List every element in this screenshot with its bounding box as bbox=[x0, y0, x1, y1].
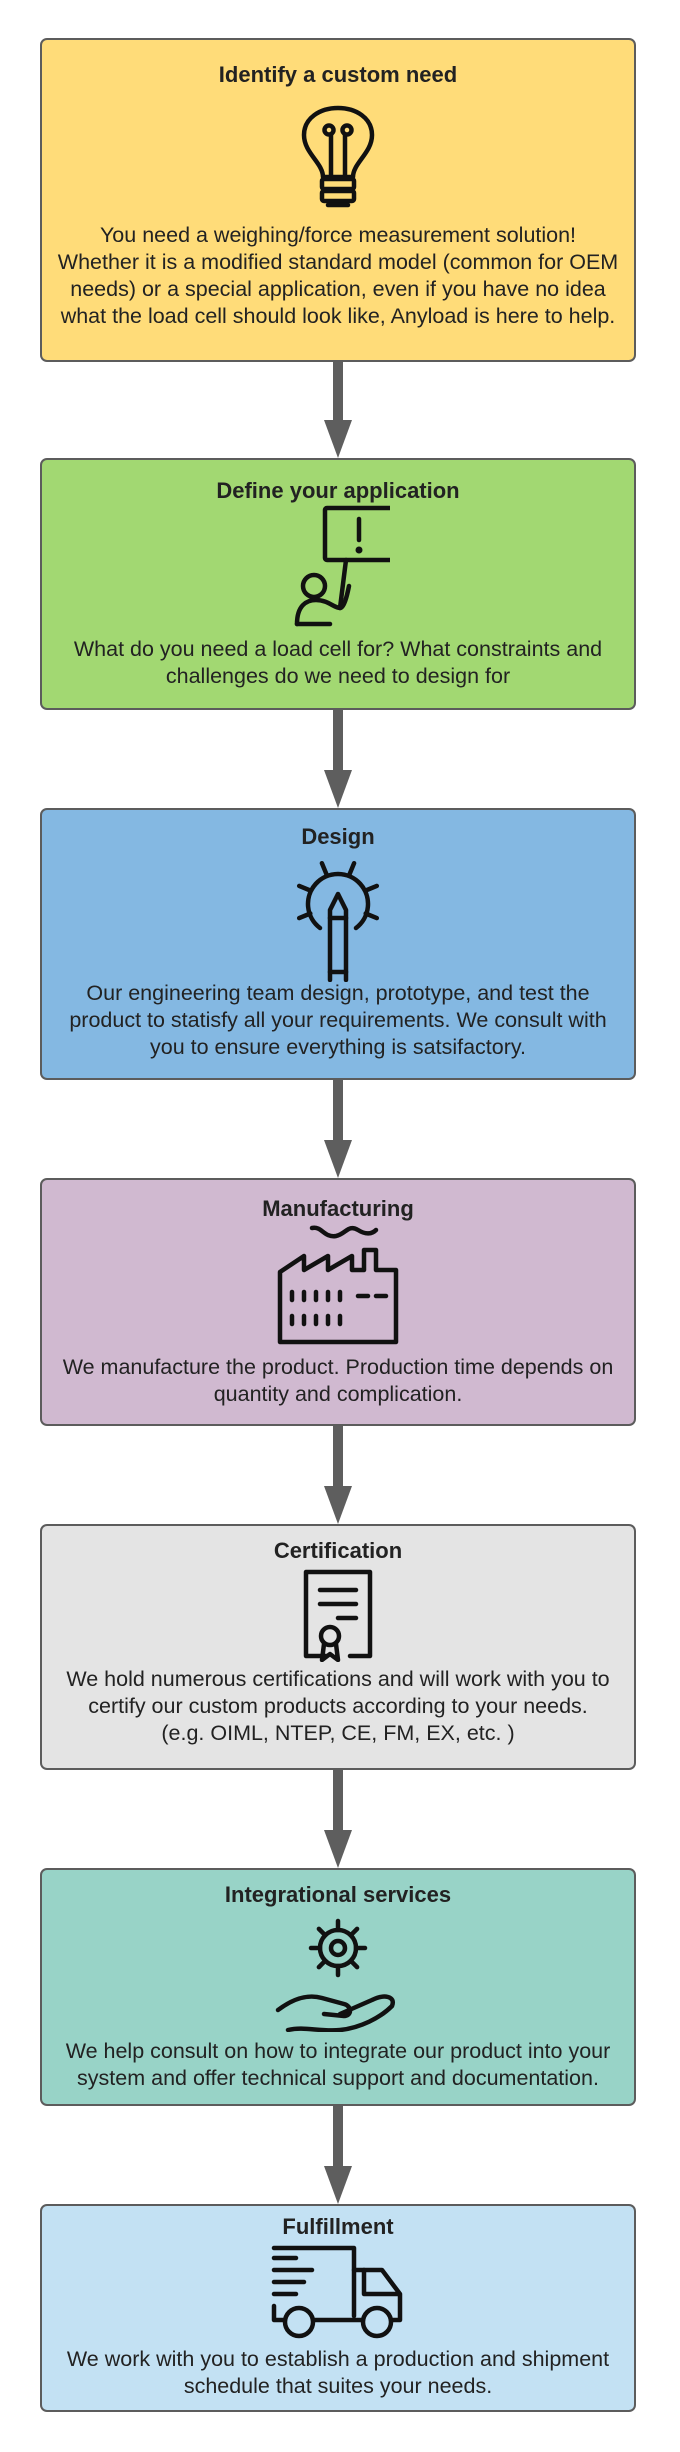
description-line: what the load cell should look like, Any… bbox=[60, 304, 616, 328]
step-description: We help consult on how to integrate our … bbox=[48, 2038, 628, 2092]
step-box-identify: Identify a custom need You need a weighi… bbox=[40, 38, 636, 362]
step-box-certification: Certification We hold numerous certifica… bbox=[40, 1524, 636, 1770]
gear-pencil-icon bbox=[288, 852, 388, 987]
step-box-integration: Integrational services We help consult o… bbox=[40, 1868, 636, 2106]
step-description: Our engineering team design, prototype, … bbox=[48, 980, 628, 1061]
step-description: We manufacture the product. Production t… bbox=[48, 1354, 628, 1408]
description-line: needs) or a special application, even if… bbox=[70, 277, 606, 301]
step-title: Manufacturing bbox=[262, 1196, 414, 1221]
certificate-icon bbox=[302, 1568, 374, 1667]
step-box-define: Define your application What do you need… bbox=[40, 458, 636, 710]
step-description: We hold numerous certifications and will… bbox=[48, 1666, 628, 1747]
description-line: We hold numerous certifications and will… bbox=[66, 1667, 610, 1691]
flow-arrow bbox=[322, 1770, 354, 1873]
step-description: You need a weighing/force measurement so… bbox=[48, 222, 628, 330]
lightbulb-icon bbox=[298, 105, 378, 220]
step-title: Identify a custom need bbox=[218, 62, 458, 87]
description-line: You need a weighing/force measurement so… bbox=[99, 223, 577, 247]
description-line: What do you need a load cell for? What c… bbox=[73, 637, 603, 661]
flow-arrow bbox=[322, 1080, 354, 1183]
step-description: What do you need a load cell for? What c… bbox=[48, 636, 628, 690]
step-description: We work with you to establish a producti… bbox=[48, 2346, 628, 2400]
flow-arrow bbox=[322, 2106, 354, 2209]
step-box-design: Design Our engineering team design, prot… bbox=[40, 808, 636, 1080]
description-line: you to ensure everything is satsifactory… bbox=[149, 1035, 527, 1059]
hand-gear-icon bbox=[274, 1914, 402, 2037]
flow-arrow bbox=[322, 710, 354, 813]
delivery-truck-icon bbox=[270, 2244, 406, 2345]
step-title: Certification bbox=[273, 1538, 403, 1563]
description-line: We manufacture the product. Production t… bbox=[62, 1355, 614, 1379]
step-box-fulfillment: Fulfillment We work with you to establis… bbox=[40, 2204, 636, 2412]
description-line: We work with you to establish a producti… bbox=[66, 2347, 610, 2371]
step-title: Fulfillment bbox=[282, 2214, 394, 2239]
description-line: Whether it is a modified standard model … bbox=[57, 250, 619, 274]
description-line: schedule that suites your needs. bbox=[183, 2374, 493, 2398]
description-line: (e.g. OIML, NTEP, CE, FM, EX, etc. ) bbox=[161, 1721, 515, 1745]
person-holding-sign-icon bbox=[286, 504, 396, 639]
description-line: quantity and complication. bbox=[213, 1382, 463, 1406]
step-title: Define your application bbox=[216, 478, 460, 503]
flow-arrow bbox=[322, 1426, 354, 1529]
description-line: We help consult on how to integrate our … bbox=[65, 2039, 611, 2063]
description-line: certify our custom products according to… bbox=[88, 1694, 588, 1718]
step-box-manufacturing: Manufacturing We manufacture the product… bbox=[40, 1178, 636, 1426]
step-title: Design bbox=[301, 824, 375, 849]
description-line: Our engineering team design, prototype, … bbox=[86, 981, 590, 1005]
description-line: system and offer technical support and d… bbox=[77, 2066, 599, 2090]
flow-arrow bbox=[322, 362, 354, 463]
step-title: Integrational services bbox=[224, 1882, 452, 1907]
factory-icon bbox=[276, 1222, 400, 1351]
description-line: challenges do we need to design for bbox=[165, 664, 511, 688]
description-line: product to statisfy all your requirement… bbox=[69, 1008, 607, 1032]
